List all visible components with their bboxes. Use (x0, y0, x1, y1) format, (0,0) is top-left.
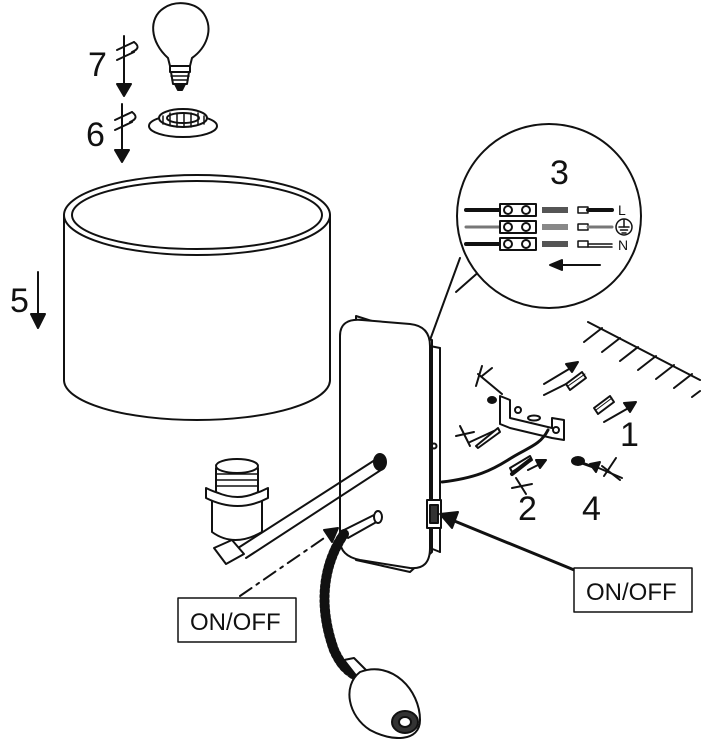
light-bulb-icon (152, 2, 210, 91)
lamp-shade-icon (63, 174, 331, 421)
step-3-number: 3 (550, 154, 569, 192)
live-label: L (618, 202, 626, 218)
bracket-step: 2 (440, 365, 565, 528)
screw-icon (455, 425, 501, 449)
right-arrow-icon (603, 401, 637, 423)
reading-light-switch-label: ON/OFF (190, 609, 281, 636)
step-1-number: 1 (620, 416, 639, 454)
step-7-number: 7 (88, 46, 107, 84)
main-light-switch-label: ON/OFF (586, 579, 677, 606)
left-arrow-icon (549, 259, 601, 271)
terminal-row-live: L (464, 202, 626, 218)
neutral-label: N (618, 237, 628, 253)
wall-plug-icon (593, 395, 615, 415)
bulb-step: 7 (88, 2, 210, 97)
power-switch[interactable] (426, 499, 442, 529)
main-light-switch-callout: ON/OFF (439, 511, 693, 613)
lamp-socket (205, 458, 269, 541)
step-2-number: 2 (518, 490, 537, 528)
wall-surface (583, 321, 701, 398)
step-4-number: 4 (582, 490, 601, 528)
fixing-screw-step: 4 (571, 456, 623, 528)
reading-lamp-head (348, 668, 421, 739)
screw-icon (509, 455, 547, 495)
down-arrow-icon (30, 271, 46, 329)
terminal-row-neutral: N (464, 237, 628, 253)
ground-icon (615, 218, 633, 236)
left-arrow-icon (589, 457, 623, 481)
ring-step: 6 (86, 103, 218, 163)
lamp-back-plate (339, 315, 442, 573)
step-6-number: 6 (86, 116, 105, 154)
wall-plug-icon (543, 371, 587, 396)
wiring-detail: 3 L (429, 123, 642, 341)
shade-step: 5 (10, 174, 331, 421)
shade-ring-icon (148, 108, 218, 138)
gooseneck-arm (319, 529, 361, 681)
right-arrow-icon (543, 361, 579, 385)
step-5-number: 5 (10, 282, 29, 320)
cable (440, 428, 550, 484)
twist-arrow-icon (114, 103, 137, 163)
twist-arrow-icon (116, 35, 139, 97)
terminal-row-earth (464, 218, 633, 236)
reading-light (319, 510, 421, 739)
screw-icon (475, 365, 503, 404)
wall-step: 1 (543, 321, 701, 454)
mounting-bracket (499, 395, 565, 441)
reading-light-switch-callout: ON/OFF (177, 527, 339, 643)
